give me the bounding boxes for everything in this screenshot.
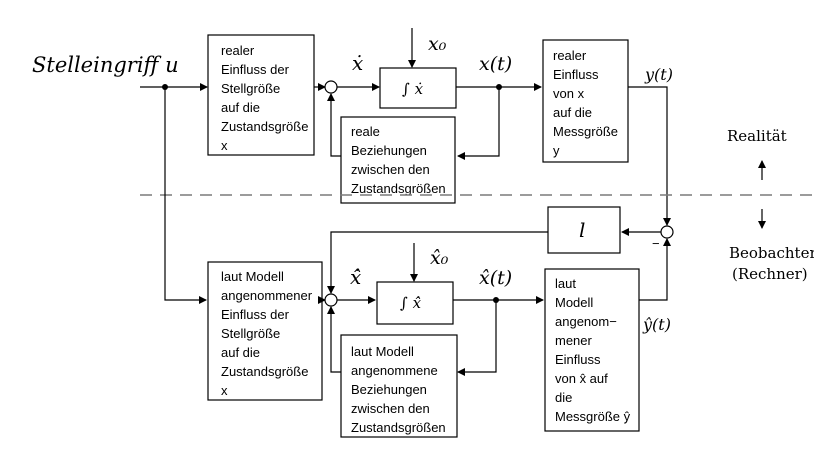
input-line-bottom xyxy=(164,87,207,304)
integrator-bottom xyxy=(376,281,454,325)
real-input-influence-block xyxy=(207,34,315,156)
x0-label-top: x₀ xyxy=(428,33,447,55)
output-line-top xyxy=(628,86,671,226)
output-label-top: y(t) xyxy=(644,65,673,84)
real-output-influence-block xyxy=(542,39,629,163)
model-output-influence-block xyxy=(544,268,640,432)
model-input-influence-block xyxy=(207,261,323,401)
sum-junction-top xyxy=(324,80,338,94)
input-label: Stelleingriff u xyxy=(32,53,179,77)
correction-line xyxy=(327,231,548,294)
feedback-line-bottom-out xyxy=(327,306,341,373)
real-input-influence-text: realer Einfluss der Stellgröße auf die Z… xyxy=(221,43,312,153)
feedback-line-top-in xyxy=(457,87,500,160)
minus-sign: − xyxy=(652,236,660,251)
output-label-bottom: ŷ(t) xyxy=(642,315,671,334)
feedback-line-bottom-in xyxy=(457,300,497,376)
feedback-line-top-out xyxy=(327,93,341,157)
xdot-label: ẋ xyxy=(352,51,363,75)
integrator-top-label: ∫ ẋ xyxy=(402,80,424,98)
output-line-bottom xyxy=(639,238,671,301)
state-label-top: x(t) xyxy=(479,53,512,75)
sum-junction-bottom xyxy=(324,293,338,307)
region-observer-label: Beobachter (Rechner) xyxy=(729,244,814,283)
real-output-influence-text: realer Einfluss von x auf die Messgröße … xyxy=(553,48,622,158)
comparison-junction xyxy=(660,225,674,239)
integrator-top xyxy=(379,67,457,109)
observer-gain-label: l xyxy=(579,218,585,242)
x0-label-bottom: x̂₀ xyxy=(430,247,449,269)
model-output-influence-text: laut Modell angenom− mener Einfluss von … xyxy=(555,276,631,424)
integrator-bottom-label: ∫ x̂̇ xyxy=(400,294,422,312)
real-relations-text: reale Beziehungen zwischen den Zustandsg… xyxy=(351,124,446,196)
model-input-influence-text: laut Modell angenommener Einfluss der St… xyxy=(221,269,316,398)
model-relations-block xyxy=(340,334,458,438)
xhatdot-label: x̂̇ xyxy=(350,265,361,289)
observer-gain-block xyxy=(547,206,621,254)
real-relations-block xyxy=(340,116,456,204)
state-label-bottom: x̂(t) xyxy=(479,267,512,289)
model-relations-text: laut Modell angenommene Beziehungen zwis… xyxy=(351,344,446,435)
region-reality-label: Realität xyxy=(727,127,787,145)
